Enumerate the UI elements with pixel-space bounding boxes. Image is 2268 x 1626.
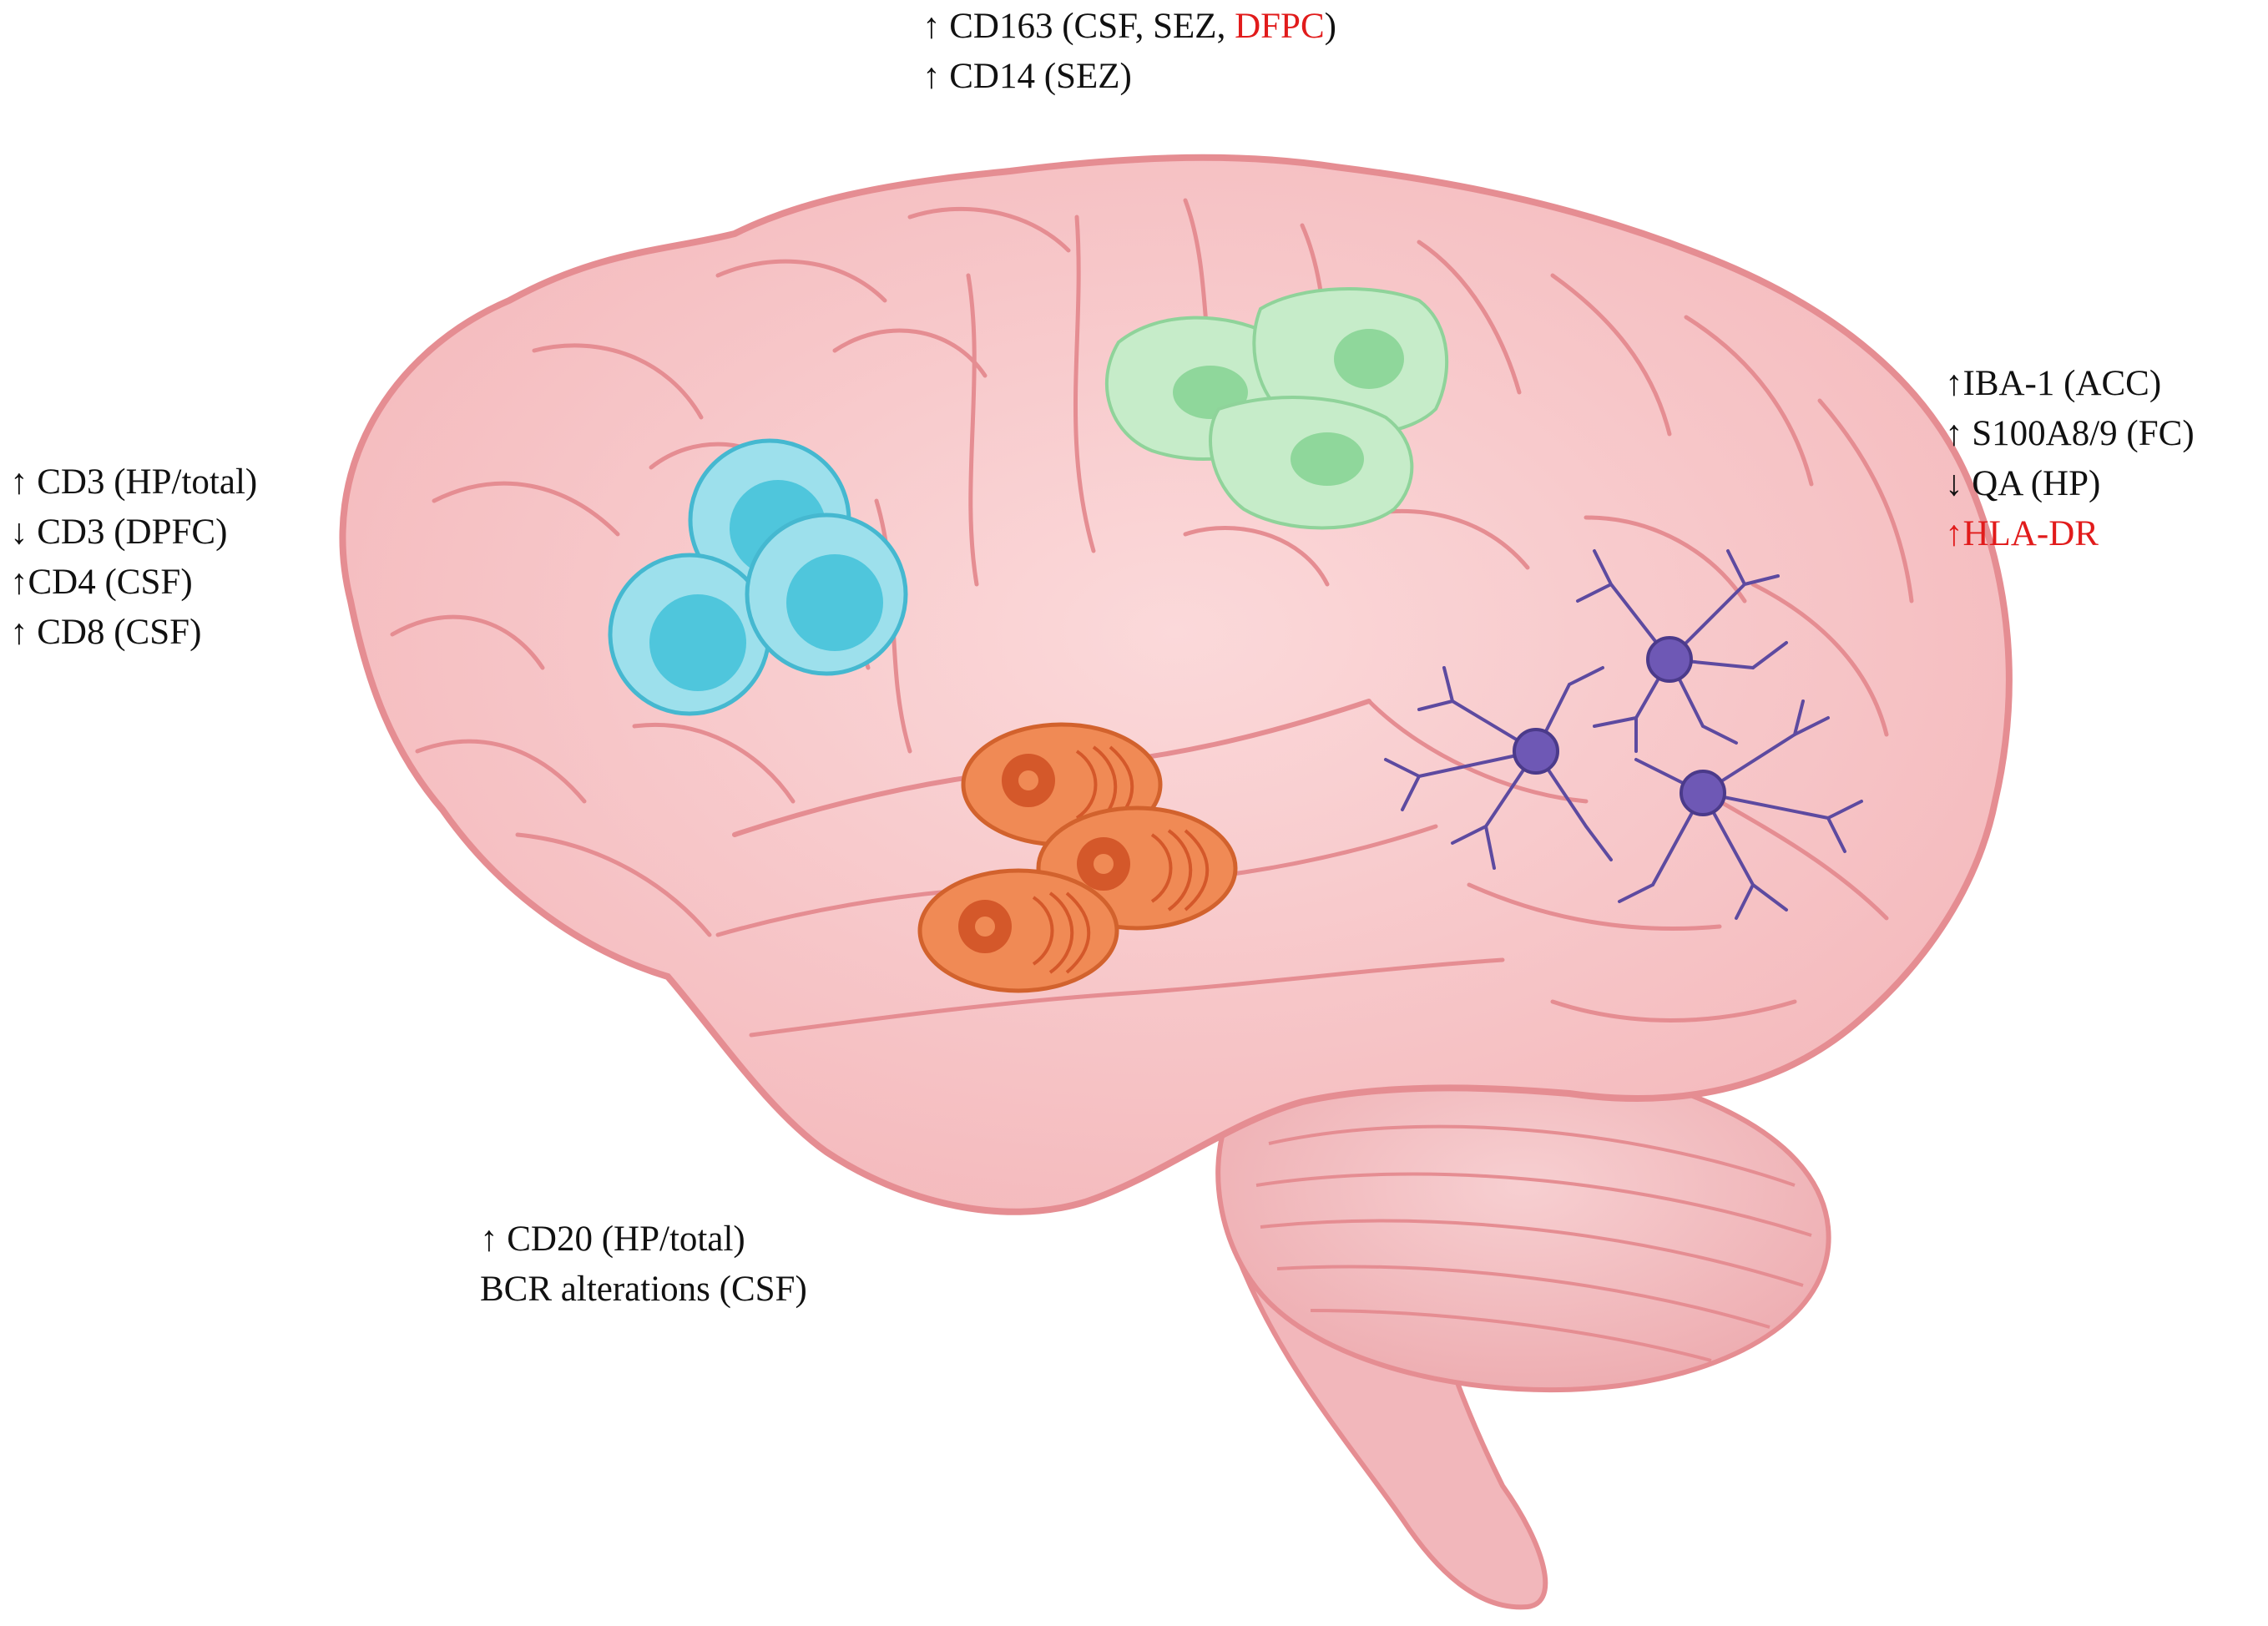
cerebellum	[1215, 1048, 1831, 1393]
t-cell-cluster	[608, 438, 908, 716]
label-block-bottom: ↑ CD20 (HP/total) BCR alterations (CSF)	[480, 1214, 807, 1315]
label-dfpc-highlight: DFPC	[1235, 7, 1325, 46]
label-cd163: ↑ CD163 (CSF, SEZ, DFPC)	[922, 7, 1336, 46]
label-cd3-up: ↑ CD3 (HP/total)	[10, 462, 258, 502]
label-bcr: BCR alterations (CSF)	[480, 1270, 807, 1309]
t-cell	[745, 513, 908, 676]
label-block-left: ↑ CD3 (HP/total) ↓ CD3 (DPFC) ↑CD4 (CSF)…	[10, 457, 257, 658]
label-block-top: ↑ CD163 (CSF, SEZ, DFPC) ↑ CD14 (SEZ)	[922, 2, 1336, 102]
label-cd8: ↑ CD8 (CSF)	[10, 613, 202, 652]
t-cell	[608, 553, 771, 716]
label-cd14: ↑ CD14 (SEZ)	[922, 57, 1132, 96]
label-cd3-down: ↓ CD3 (DPFC)	[10, 513, 228, 552]
microglia-cluster	[1384, 549, 1863, 920]
brain-folds	[390, 198, 1914, 1038]
label-cd20: ↑ CD20 (HP/total)	[480, 1220, 745, 1259]
label-s100a8-9: ↑ S100A8/9 (FC)	[1945, 414, 2195, 453]
cerebrum	[339, 154, 2013, 1215]
monocyte	[1209, 396, 1414, 530]
label-cd4: ↑CD4 (CSF)	[10, 563, 193, 602]
label-iba1: ↑IBA-1 (ACC)	[1945, 364, 2162, 403]
b-cell-cluster	[917, 722, 1238, 993]
label-qa: ↓ QA (HP)	[1945, 464, 2101, 503]
label-hla-dr: ↑HLA-DR	[1945, 514, 2099, 553]
b-cell	[917, 868, 1119, 993]
label-block-right: ↑IBA-1 (ACC) ↑ S100A8/9 (FC) ↓ QA (HP) ↑…	[1945, 359, 2195, 559]
monocyte-cluster	[1105, 287, 1449, 530]
